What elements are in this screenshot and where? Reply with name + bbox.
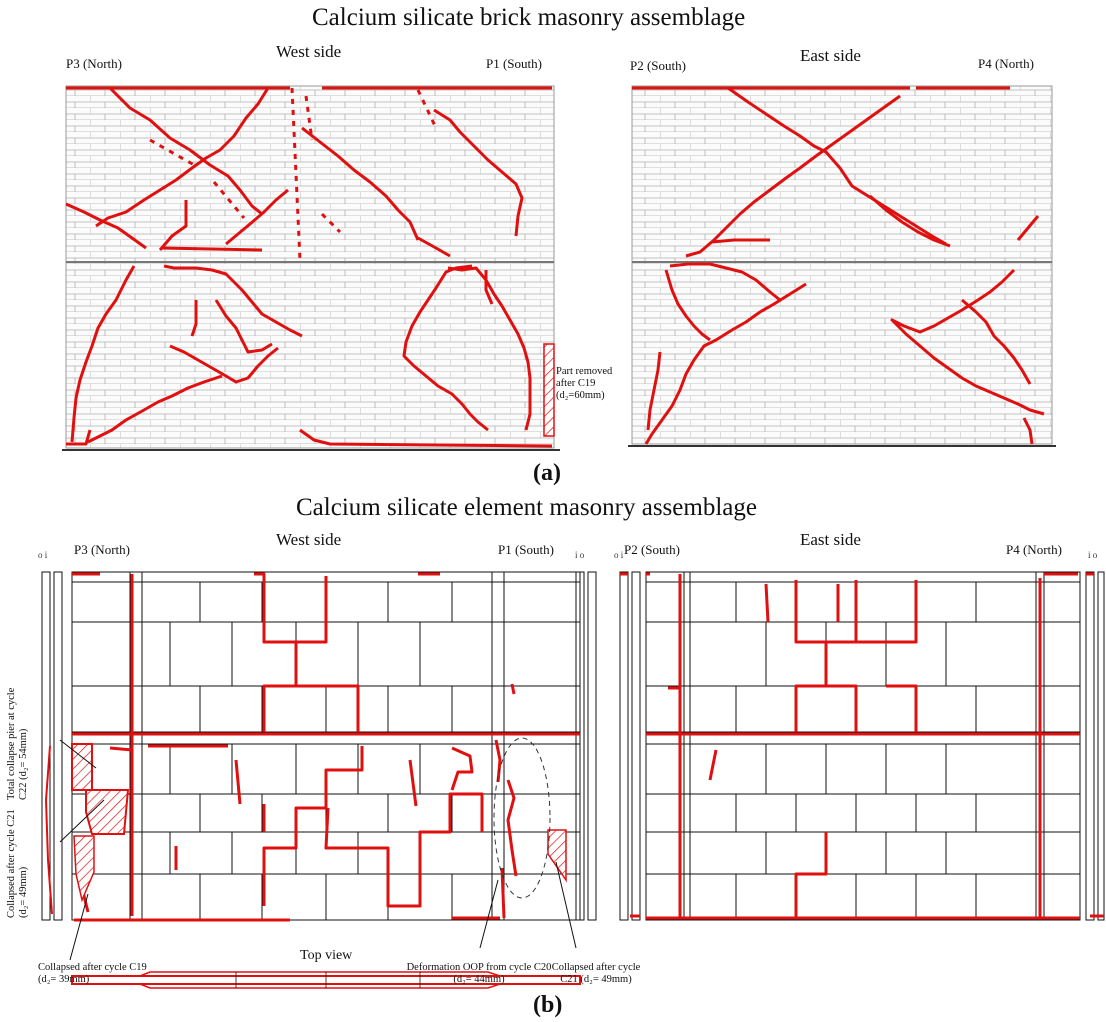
oi-label-left: o i <box>38 550 48 560</box>
crack-e4 <box>685 94 901 258</box>
crack-e9 <box>664 269 711 342</box>
crack-w17 <box>87 374 223 444</box>
annotation-part-removed: Part removed after C19 (d₂=60mm) <box>556 366 613 401</box>
pier-p1-label-a: P1 (South) <box>486 56 542 71</box>
crack-w14 <box>214 299 273 354</box>
crack-w9 <box>433 108 524 237</box>
oi-label-right-3: i o <box>1088 550 1098 560</box>
crack-e6 <box>869 194 951 248</box>
crack-w3 <box>108 86 263 216</box>
crack-e8 <box>669 262 781 302</box>
crack-w10 <box>225 188 289 246</box>
crack-w16 <box>190 300 198 337</box>
annotation-total-collapse-text: Total collapse pier at cycle C22 (d₂= 54… <box>6 687 29 800</box>
annotation-collapsed-c21-right: Collapsed after cycle C21 (d₂= 49mm) <box>551 962 641 985</box>
title-element-assemblage: Calcium silicate element masonry assembl… <box>296 494 757 521</box>
pier-p3-label-a: P3 (North) <box>66 56 122 71</box>
east-side-label-b: East side <box>800 530 861 549</box>
top-view-diagram <box>71 971 581 989</box>
crack-e7 <box>1016 215 1040 241</box>
label-a: (a) <box>533 460 561 486</box>
oi-label-right-2: o i <box>614 550 624 560</box>
west-side-label-b: West side <box>276 530 342 549</box>
crack-w18 <box>299 428 553 448</box>
pier-p3-label-b: P3 (North) <box>74 542 130 557</box>
east-side-strip-i <box>1085 571 1095 921</box>
crack-e5 <box>711 238 770 244</box>
east-side-label-a: East side <box>800 46 861 65</box>
crack-w12 <box>163 264 303 338</box>
crack-w19 <box>402 264 489 432</box>
crack-w15 <box>169 344 279 384</box>
crack-e3 <box>727 86 947 246</box>
crack-w7 <box>161 246 263 252</box>
west-side-label-a: West side <box>276 42 342 61</box>
top-view-label: Top view <box>300 948 353 963</box>
removed-part-hatch <box>543 343 555 437</box>
annotation-collapsed-c21-left-text: Collapsed after cycle C21 (d₂= 49mm) <box>6 809 29 918</box>
crack-e12 <box>961 298 1032 385</box>
annotation-leaders <box>59 739 577 961</box>
crack-w6 <box>158 200 188 251</box>
crack-w20 <box>447 266 532 431</box>
title-brick-assemblage: Calcium silicate brick masonry assemblag… <box>312 4 746 31</box>
pier-p4-label-a: P4 (North) <box>978 56 1034 71</box>
crack-e11 <box>890 268 1045 416</box>
collapse-hatch-c21 <box>85 789 130 835</box>
crack-w4 <box>95 87 270 228</box>
crack-w11 <box>417 236 451 258</box>
label-b: (b) <box>533 992 563 1018</box>
east-element-grid <box>646 582 1080 920</box>
crack-e13 <box>646 351 662 431</box>
west-element-cracks <box>72 572 580 922</box>
crack-w8 <box>301 126 420 241</box>
pier-p4-label-b: P4 (North) <box>1006 542 1062 557</box>
oop-deformation-ellipse <box>493 737 551 899</box>
crack-w5 <box>65 202 147 250</box>
oi-label-right: i o <box>575 550 585 560</box>
crack-w13 <box>70 265 136 443</box>
annotation-collapsed-c21-left: Collapsed after cycle C21 (d₂= 49mm) <box>6 808 30 918</box>
pier-p2-label-a: P2 (South) <box>630 58 686 73</box>
crack-w21 <box>484 270 494 305</box>
collapse-hatch-c19 <box>73 835 95 903</box>
pier-p1-label-b: P1 (South) <box>498 542 554 557</box>
collapse-hatch-c22 <box>71 743 93 791</box>
east-side-strip-o <box>619 571 629 921</box>
annotation-collapsed-c19: Collapsed after cycle C19 (d₂= 39mm) <box>38 962 147 985</box>
west-wall-brick-diagram <box>62 85 1056 451</box>
annotation-total-collapse: Total collapse pier at cycle C22 (d₂= 54… <box>6 680 30 800</box>
east-wall-element-outline <box>645 571 1081 921</box>
annotation-deformation-oop: Deformation OOP from cycle C20 (d₂= 44mm… <box>406 962 552 985</box>
side-strip-deformation <box>44 745 53 915</box>
collapse-hatch-c21-right <box>547 829 567 883</box>
pier-p2-label-b: P2 (South) <box>624 542 680 557</box>
crack-e10 <box>644 282 807 445</box>
crack-w-dashes <box>149 87 438 261</box>
crack-w22 <box>66 429 92 446</box>
west-side-strip-i <box>575 571 585 921</box>
east-element-cracks <box>620 572 1104 920</box>
crack-e14 <box>1022 417 1034 445</box>
